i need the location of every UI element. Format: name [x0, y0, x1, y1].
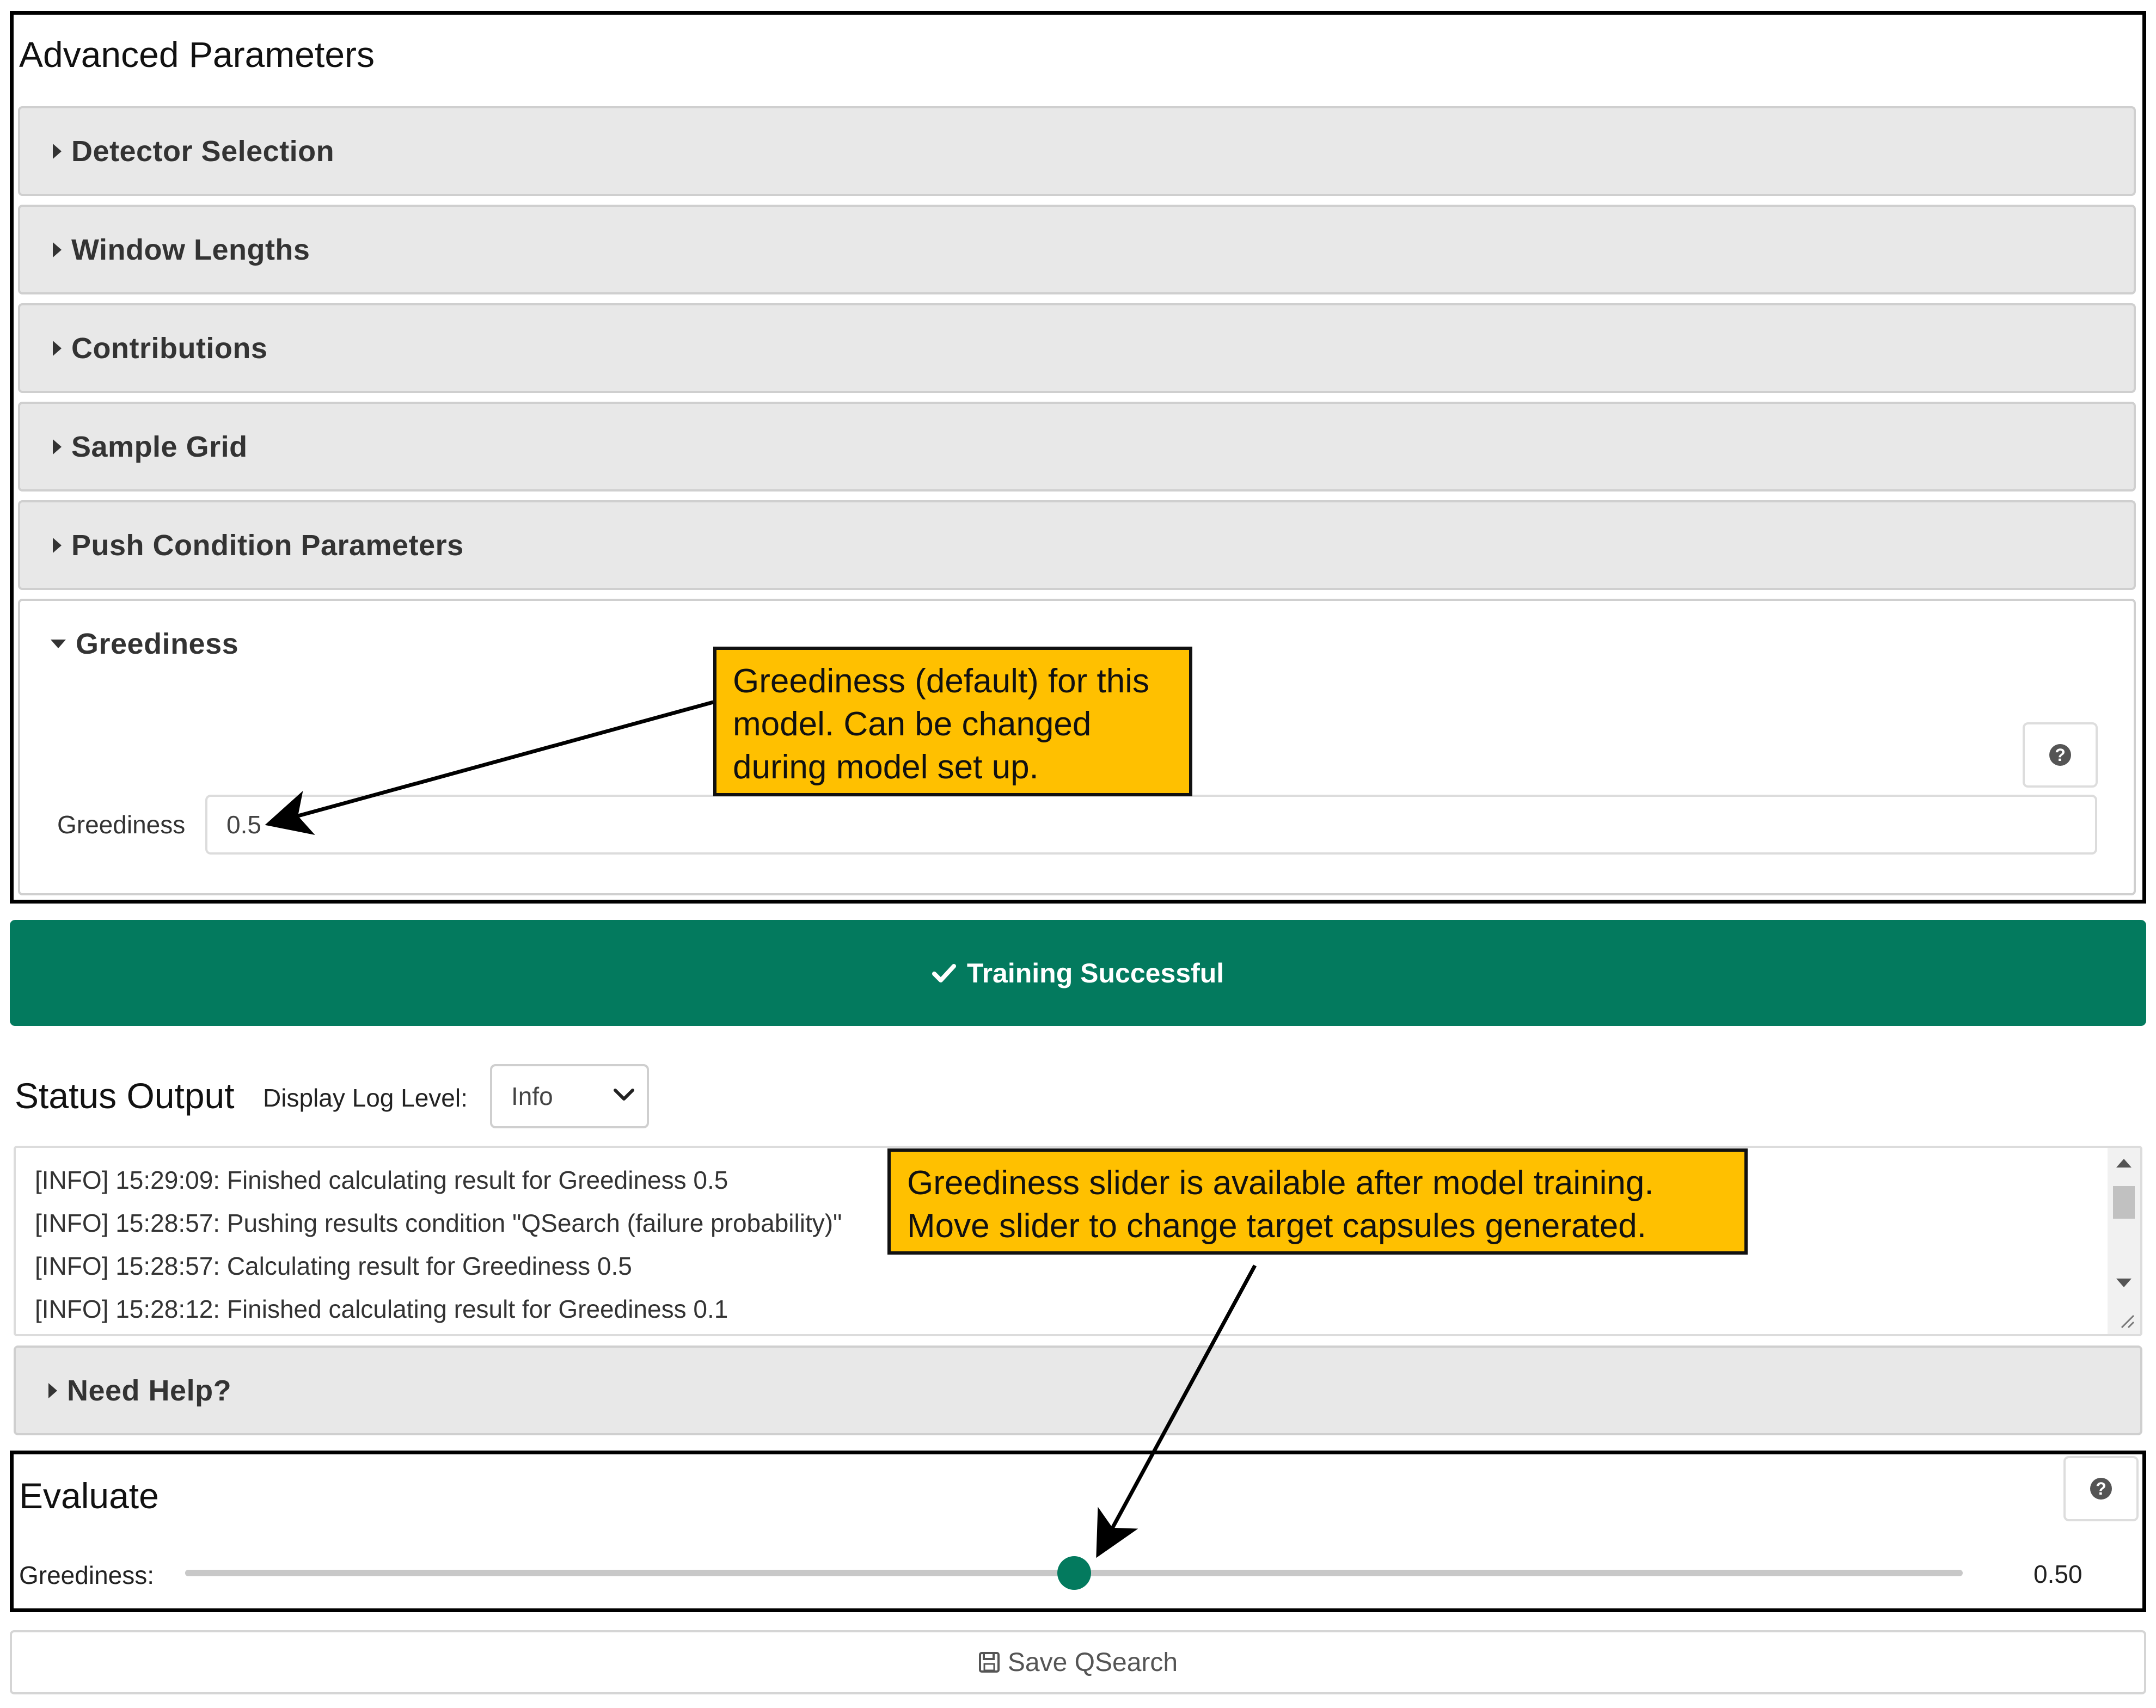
training-status-banner: Training Successful [10, 920, 2146, 1026]
greediness-slider-fill [185, 1570, 1074, 1576]
accordion-label: Detector Selection [71, 134, 335, 168]
accordion-label: Push Condition Parameters [71, 529, 464, 562]
log-level-label: Display Log Level: [263, 1084, 468, 1112]
chevron-down-icon [614, 1089, 634, 1101]
accordion-detector-selection[interactable]: Detector Selection [18, 106, 2136, 196]
log-line: [INFO] 15:29:09: Finished calculating re… [35, 1166, 728, 1194]
status-log-textarea[interactable]: [INFO] 15:29:09: Finished calculating re… [14, 1146, 2142, 1336]
accordion-greediness-header[interactable]: Greediness [51, 619, 238, 668]
log-level-select[interactable]: Info [490, 1064, 649, 1128]
evaluate-panel [10, 1451, 2146, 1612]
caret-right-icon [48, 1383, 57, 1398]
caret-right-icon [53, 340, 62, 356]
caret-right-icon [53, 143, 62, 159]
save-button-label: Save QSearch [1007, 1648, 1178, 1677]
greediness-input[interactable] [205, 795, 2097, 855]
callout-greediness-default: Greediness (default) for this model. Can… [713, 647, 1192, 796]
accordion-label: Greediness [76, 628, 239, 660]
advanced-parameters-title: Advanced Parameters [19, 34, 375, 75]
greediness-slider-label: Greediness: [19, 1561, 155, 1589]
advanced-parameters-panel [10, 11, 2146, 904]
question-icon: ? [2090, 1478, 2112, 1500]
accordion-contributions[interactable]: Contributions [18, 303, 2136, 393]
floppy-disk-icon [978, 1652, 1000, 1673]
caret-right-icon [53, 537, 62, 553]
resize-grip-icon[interactable] [2117, 1311, 2136, 1330]
save-qsearch-button[interactable]: Save QSearch [10, 1630, 2146, 1694]
log-line: [INFO] 15:28:57: Calculating result for … [35, 1252, 632, 1280]
status-output-title: Status Output [15, 1076, 235, 1116]
check-icon [932, 963, 956, 982]
accordion-label: Window Lengths [71, 233, 310, 266]
question-icon: ? [2049, 744, 2071, 766]
log-line: [INFO] 15:28:57: Pushing results conditi… [35, 1209, 842, 1237]
log-scrollbar[interactable] [2108, 1148, 2140, 1334]
accordion-push-condition-parameters[interactable]: Push Condition Parameters [18, 500, 2136, 590]
accordion-label: Need Help? [67, 1374, 232, 1407]
log-level-value: Info [511, 1082, 553, 1110]
evaluate-help-button[interactable]: ? [2063, 1456, 2139, 1521]
greediness-field-label: Greediness [57, 810, 186, 839]
accordion-need-help[interactable]: Need Help? [14, 1345, 2142, 1435]
greediness-slider-value: 0.50 [2033, 1560, 2082, 1588]
accordion-label: Contributions [71, 331, 268, 365]
accordion-sample-grid[interactable]: Sample Grid [18, 402, 2136, 491]
scroll-up-icon[interactable] [2116, 1159, 2132, 1168]
greediness-slider-thumb[interactable] [1057, 1556, 1091, 1590]
callout-greediness-slider: Greediness slider is available after mod… [887, 1148, 1748, 1255]
evaluate-title: Evaluate [19, 1476, 159, 1516]
log-lines: [INFO] 15:29:09: Finished calculating re… [35, 1159, 842, 1331]
accordion-label: Sample Grid [71, 430, 248, 463]
caret-down-icon [51, 640, 66, 648]
accordion-window-lengths[interactable]: Window Lengths [18, 205, 2136, 294]
log-line: [INFO] 15:28:12: Finished calculating re… [35, 1295, 728, 1323]
caret-right-icon [53, 439, 62, 454]
greediness-help-button[interactable]: ? [2023, 722, 2098, 788]
scroll-down-icon[interactable] [2116, 1279, 2132, 1287]
scrollbar-thumb[interactable] [2113, 1186, 2135, 1219]
caret-right-icon [53, 242, 62, 257]
training-status-text: Training Successful [966, 957, 1224, 988]
